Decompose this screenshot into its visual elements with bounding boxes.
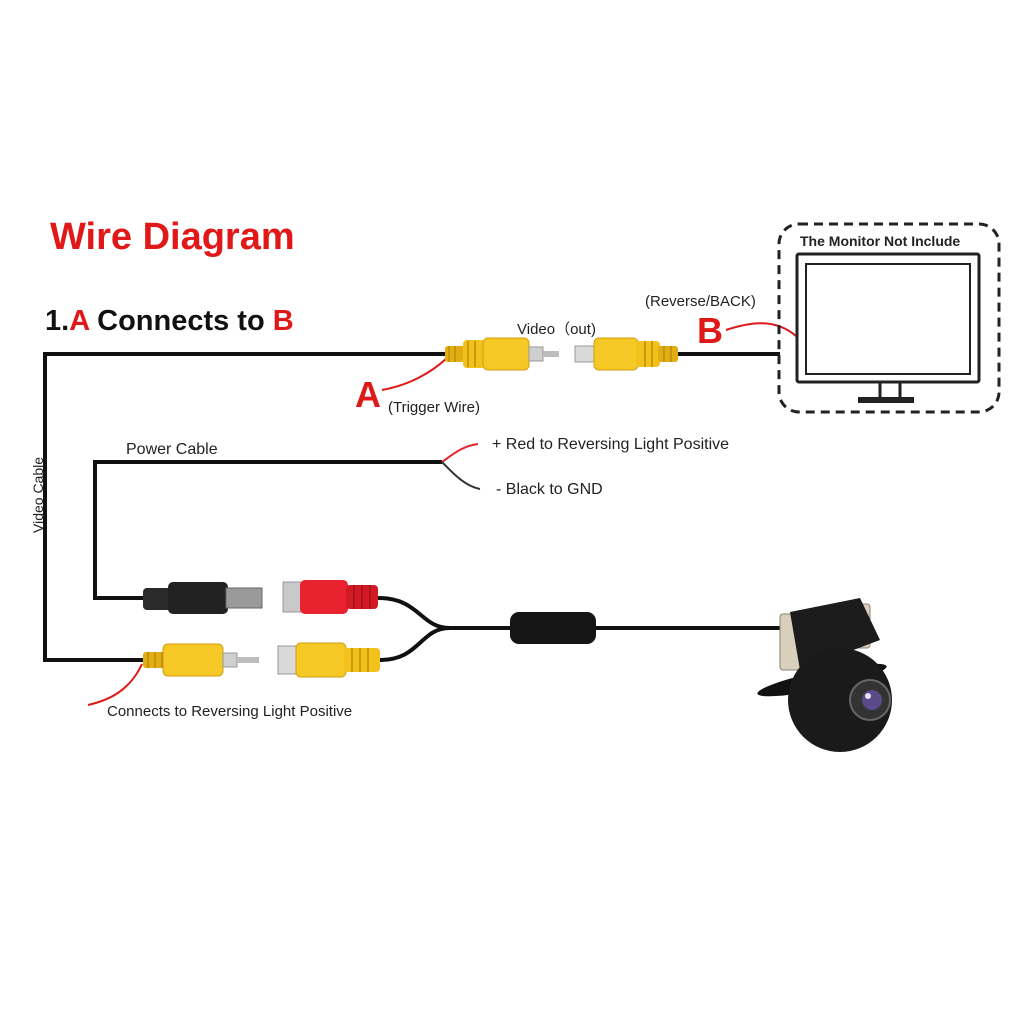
subtitle-b: B xyxy=(272,305,294,337)
point-b-label: B xyxy=(697,310,723,351)
point-a-label: A xyxy=(355,374,381,415)
rca-male-connector-reversing xyxy=(143,643,259,677)
black-power-lead xyxy=(441,461,481,490)
trigger-wire-label: (Trigger Wire) xyxy=(388,399,480,416)
subtitle-mid: Connects to xyxy=(89,305,273,337)
monitor-dashed-box xyxy=(777,222,1001,414)
red-positive-label: + Red to Reversing Light Positive xyxy=(492,436,730,453)
subtitle-a: A xyxy=(69,305,90,337)
video-out-label: Video（out) xyxy=(517,321,596,338)
diagram-subtitle: 1.A Connects to B xyxy=(45,305,294,338)
red-female-connector xyxy=(282,580,378,614)
power-cable-label: Power Cable xyxy=(126,441,218,458)
pointer-a xyxy=(381,357,448,391)
reversing-light-label: Connects to Reversing Light Positive xyxy=(107,703,353,720)
monitor-icon xyxy=(795,252,981,403)
camera-icon xyxy=(757,598,892,752)
inline-module xyxy=(510,612,596,644)
rca-female-connector-b xyxy=(574,337,678,371)
page-title: Wire Diagram xyxy=(50,216,295,258)
pointer-b xyxy=(725,322,797,337)
video-cable-label: Video Cable xyxy=(30,456,46,533)
yellow-connector-wire xyxy=(379,626,451,662)
rca-male-connector-a xyxy=(445,337,559,371)
subtitle-prefix: 1. xyxy=(45,305,70,337)
power-cable-wire xyxy=(93,460,442,600)
dc-power-plug xyxy=(143,582,263,614)
reverse-back-label: (Reverse/BACK) xyxy=(645,293,756,310)
pointer-reversing xyxy=(87,663,143,706)
rca-female-connector-camera xyxy=(277,642,380,678)
black-gnd-label: - Black to GND xyxy=(496,481,603,498)
monitor-not-included-label: The Monitor Not Include xyxy=(800,233,961,249)
red-power-lead xyxy=(441,443,479,463)
red-connector-wire xyxy=(377,596,451,630)
video-cable-wire xyxy=(43,352,445,662)
